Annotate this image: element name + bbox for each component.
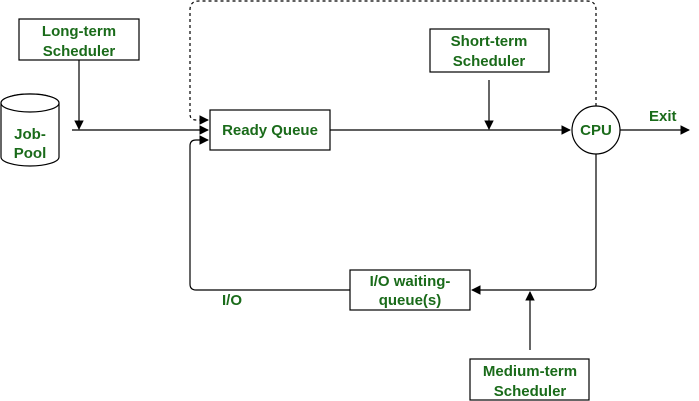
exit-label: Exit (649, 108, 677, 125)
medium-term-scheduler-line2: Scheduler (494, 383, 567, 400)
job-pool-line1: Job- (14, 126, 46, 143)
long-term-scheduler-line2: Scheduler (43, 43, 116, 60)
job-pool-cylinder: Job- Pool (0, 93, 60, 167)
io-waiting-queue-box: I/O waiting- queue(s) (349, 269, 471, 311)
long-term-scheduler-line1: Long-term (42, 23, 116, 40)
io-return-to-ready-queue-arrow (189, 135, 350, 291)
medium-term-scheduler-box: Medium-term Scheduler (469, 358, 590, 401)
ready-queue-label: Ready Queue (222, 122, 318, 139)
io-label: I/O (222, 292, 242, 309)
short-term-scheduler-line2: Scheduler (453, 53, 526, 70)
io-waiting-queue-line1: I/O waiting- (370, 273, 451, 290)
ready-queue-box: Ready Queue (209, 109, 331, 151)
medium-term-scheduler-line1: Medium-term (483, 363, 577, 380)
cpu-node: CPU (571, 105, 621, 155)
job-pool-line2: Pool (14, 145, 47, 162)
cpu-preemption-dashed-arrow (189, 0, 597, 125)
long-term-scheduler-box: Long-term Scheduler (18, 18, 140, 61)
cpu-to-io-waiting-queue-arrow (471, 154, 597, 295)
short-term-scheduler-box: Short-term Scheduler (429, 28, 550, 73)
short-term-scheduler-line1: Short-term (451, 33, 528, 50)
io-waiting-queue-line2: queue(s) (379, 292, 442, 309)
cpu-label: CPU (580, 122, 612, 139)
